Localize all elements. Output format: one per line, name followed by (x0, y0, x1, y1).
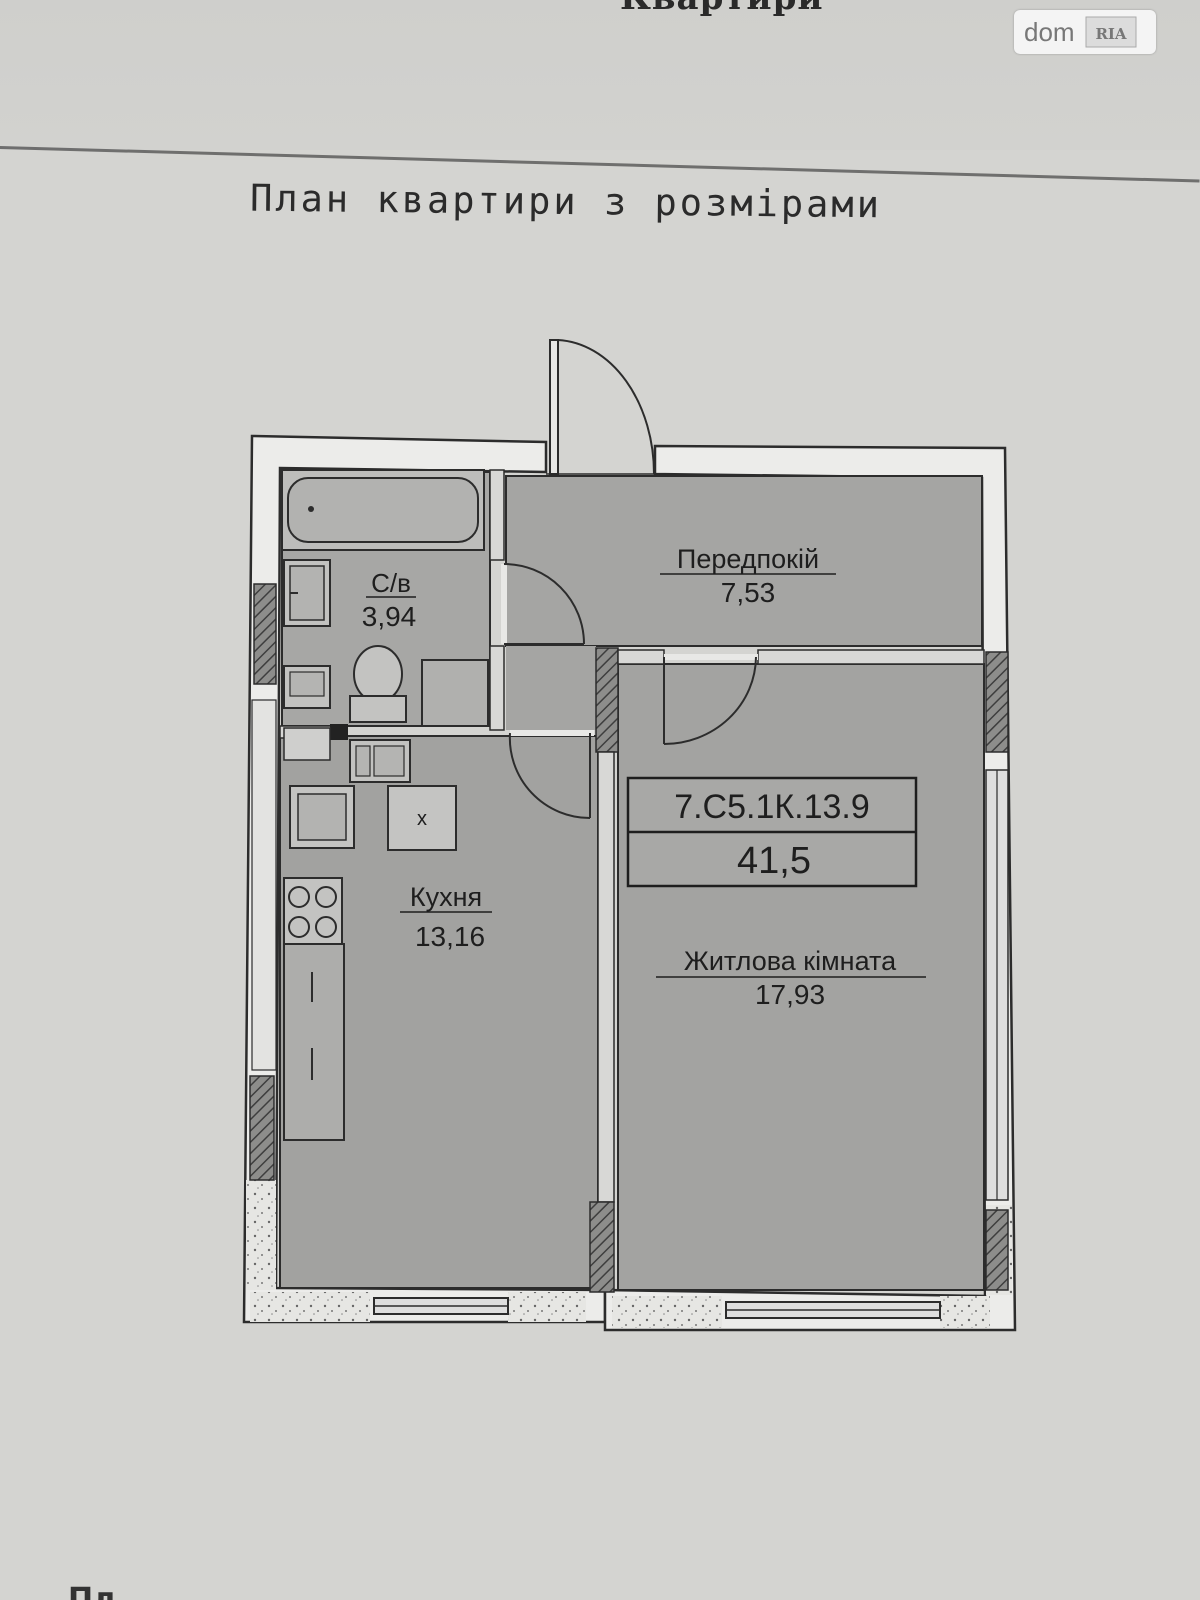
unit-info-box: 7.С5.1К.13.9 41,5 (626, 776, 918, 888)
bottom-text-fragment: Пл (68, 1582, 116, 1600)
bathtub-icon (281, 469, 485, 551)
kitchen-door (508, 730, 594, 820)
watermark-badge-text: RIA (1095, 25, 1126, 43)
hallway-name: Передпокій (677, 544, 819, 574)
hallway-area: 7,53 (721, 577, 776, 608)
outer-walls (242, 434, 1017, 1332)
living-room-door (663, 654, 758, 745)
kitchen-area: 13,16 (415, 921, 485, 952)
kitchen-counter-icon (283, 943, 345, 1141)
bathroom-door (501, 563, 585, 645)
toilet-icon (349, 645, 407, 723)
living-room-name: Житлова кімната (684, 946, 897, 976)
entrance-door (546, 339, 656, 475)
top-title-fragment: Квартири (620, 0, 980, 18)
corner-cabinet-icon (283, 727, 331, 761)
bathroom-name: С/в (371, 568, 411, 598)
watermark: dom RIA (1014, 10, 1156, 54)
washing-machine-icon (283, 665, 331, 709)
kitchen-sink-icon (289, 785, 355, 849)
sheet-top-area (0, 0, 1200, 150)
hallway-extension-floor (506, 646, 596, 730)
watermark-badge: RIA (1085, 16, 1137, 48)
unit-total-area: 41,5 (737, 840, 811, 882)
fridge-marker-label: х (417, 808, 427, 830)
sink-icon (283, 559, 331, 627)
watermark-text: dom (1024, 16, 1075, 47)
hallway-floor (505, 475, 983, 647)
living-room-area: 17,93 (755, 979, 825, 1010)
unit-code: 7.С5.1К.13.9 (674, 788, 870, 826)
interior-walls (279, 469, 985, 1293)
stove-icon (283, 877, 343, 945)
shower-tray-icon (421, 659, 489, 727)
bathroom-area: 3,94 (362, 601, 417, 632)
fridge-icon: х (387, 785, 457, 851)
kitchen-name: Кухня (410, 882, 482, 912)
boiler-icon (349, 739, 411, 783)
